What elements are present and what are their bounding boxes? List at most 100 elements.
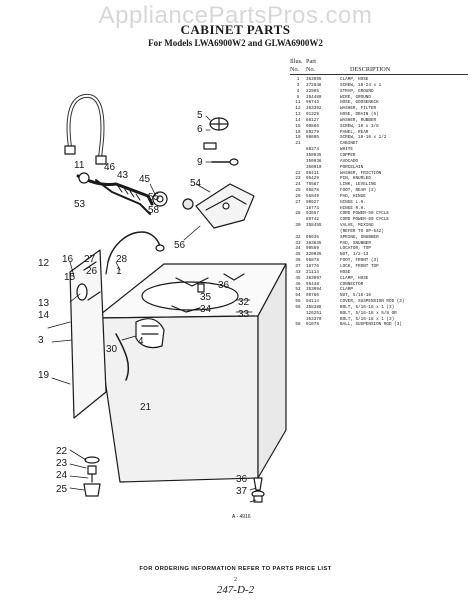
part-no: 75587: [306, 182, 319, 188]
part-description: STRAP, GROUND: [340, 88, 374, 94]
callout-25: 25: [56, 484, 68, 495]
watermark: AppliancePartsPros.com: [98, 2, 373, 29]
callout-24: 24: [56, 470, 68, 481]
part-no: 90627: [306, 199, 319, 205]
part-description: CLAMP, HOSE: [340, 77, 369, 82]
part-description: FOOT, REAR (2): [340, 188, 377, 194]
header-part: Part: [306, 58, 316, 65]
callout-5: 5: [197, 110, 203, 121]
part-description: BOLT, 5/16-18 x 5/8 OR: [340, 310, 397, 316]
illus-no: 22: [295, 170, 301, 176]
part-no: 320035: [306, 252, 322, 258]
part-no: 98605: [306, 135, 319, 141]
callout-54: 54: [190, 178, 202, 189]
illus-no: 46: [295, 281, 301, 287]
part-no: 354489: [306, 94, 322, 100]
callout-12: 12: [38, 258, 50, 269]
part-no: 96743: [306, 100, 319, 106]
figure-id: A - 4916: [232, 514, 251, 520]
callouts: 5 6 9 11 46 43 45 53 55 58 54 56 12 16 2…: [38, 110, 250, 497]
callout-43: 43: [117, 170, 129, 181]
part-description: BALL, SUSPENSION ROD (3): [340, 322, 402, 328]
illus-no: 4: [296, 88, 300, 94]
part-description: BOLT, 5/16-18 x 1 (3): [340, 316, 395, 322]
callout-34: 34: [200, 304, 212, 315]
part-description: CLAMP: [340, 287, 353, 293]
illus-no: 25: [295, 188, 301, 194]
footer-note: FOR ORDERING INFORMATION REFER TO PARTS …: [139, 566, 332, 572]
part-no: 363095: [306, 77, 322, 82]
part-description: NUT, 1/2-13: [340, 252, 369, 258]
callout-23: 23: [56, 458, 68, 469]
illus-no: 56: [295, 304, 301, 310]
callout-9: 9: [197, 157, 203, 168]
part-description: (REFER TO SP-542): [340, 228, 384, 234]
part-no: 93657: [306, 211, 319, 217]
callout-14: 14: [38, 310, 50, 321]
callout-53: 53: [74, 199, 86, 210]
part-no: 350935: [306, 152, 322, 158]
illus-no: 30: [295, 223, 301, 229]
handwritten-note: 247-D-2: [216, 584, 255, 596]
callout-11: 11: [74, 160, 85, 171]
drain-hose-assembly: [76, 172, 194, 215]
callout-19: 19: [38, 370, 50, 381]
callout-1: 1: [116, 266, 122, 277]
part-description: LINK, LEVELING: [340, 182, 377, 188]
part-no: 89279: [306, 129, 319, 135]
page-number: 2: [234, 577, 237, 583]
part-description: CLAMP, HOSE: [340, 275, 369, 281]
part-no: 98411: [306, 170, 319, 176]
illus-no: 32: [295, 234, 301, 240]
part-description: PAD, SNUBBER: [340, 240, 371, 246]
callout-15: 15: [64, 272, 76, 283]
table-row: (REFER TO SP-542): [290, 229, 468, 235]
table-header: No. No. DESCRIPTION: [290, 66, 468, 75]
part-no: 90766: [306, 293, 319, 299]
cabinet: [95, 263, 287, 483]
callout-27: 27: [84, 254, 96, 265]
part-no: 55849: [306, 193, 319, 199]
illus-no: 11: [295, 100, 301, 106]
callout-36: 36: [218, 280, 230, 291]
part-no: 350936: [306, 158, 322, 164]
part-description: PORCELAIN: [340, 164, 364, 170]
part-description: SCREW, 10 x 3/8: [340, 123, 379, 129]
part-description: PIN, KNURLED: [340, 176, 371, 182]
illus-no: 36: [295, 258, 301, 264]
callout-3: 3: [38, 335, 44, 346]
part-no: 95448: [306, 281, 319, 287]
illus-no: 54: [295, 293, 301, 299]
part-no: 86127: [306, 117, 319, 123]
part-no: 18776: [306, 264, 319, 269]
part-description: WASHER, FILTER: [340, 106, 377, 112]
callout-13: 13: [38, 298, 50, 309]
mixing-valve: [115, 318, 165, 381]
illus-no: 43: [295, 269, 301, 275]
illus-no: 53: [295, 287, 301, 293]
part-description: SCREW, 10-24 x 1: [340, 82, 382, 88]
page-title: CABINET PARTS: [180, 22, 291, 37]
callout-58: 58: [148, 205, 160, 216]
illus-no: 15: [295, 123, 301, 129]
callout-46: 46: [104, 162, 116, 173]
part-no: 90569: [306, 246, 319, 252]
part-description: LOCK, FRONT TOP: [340, 264, 379, 269]
